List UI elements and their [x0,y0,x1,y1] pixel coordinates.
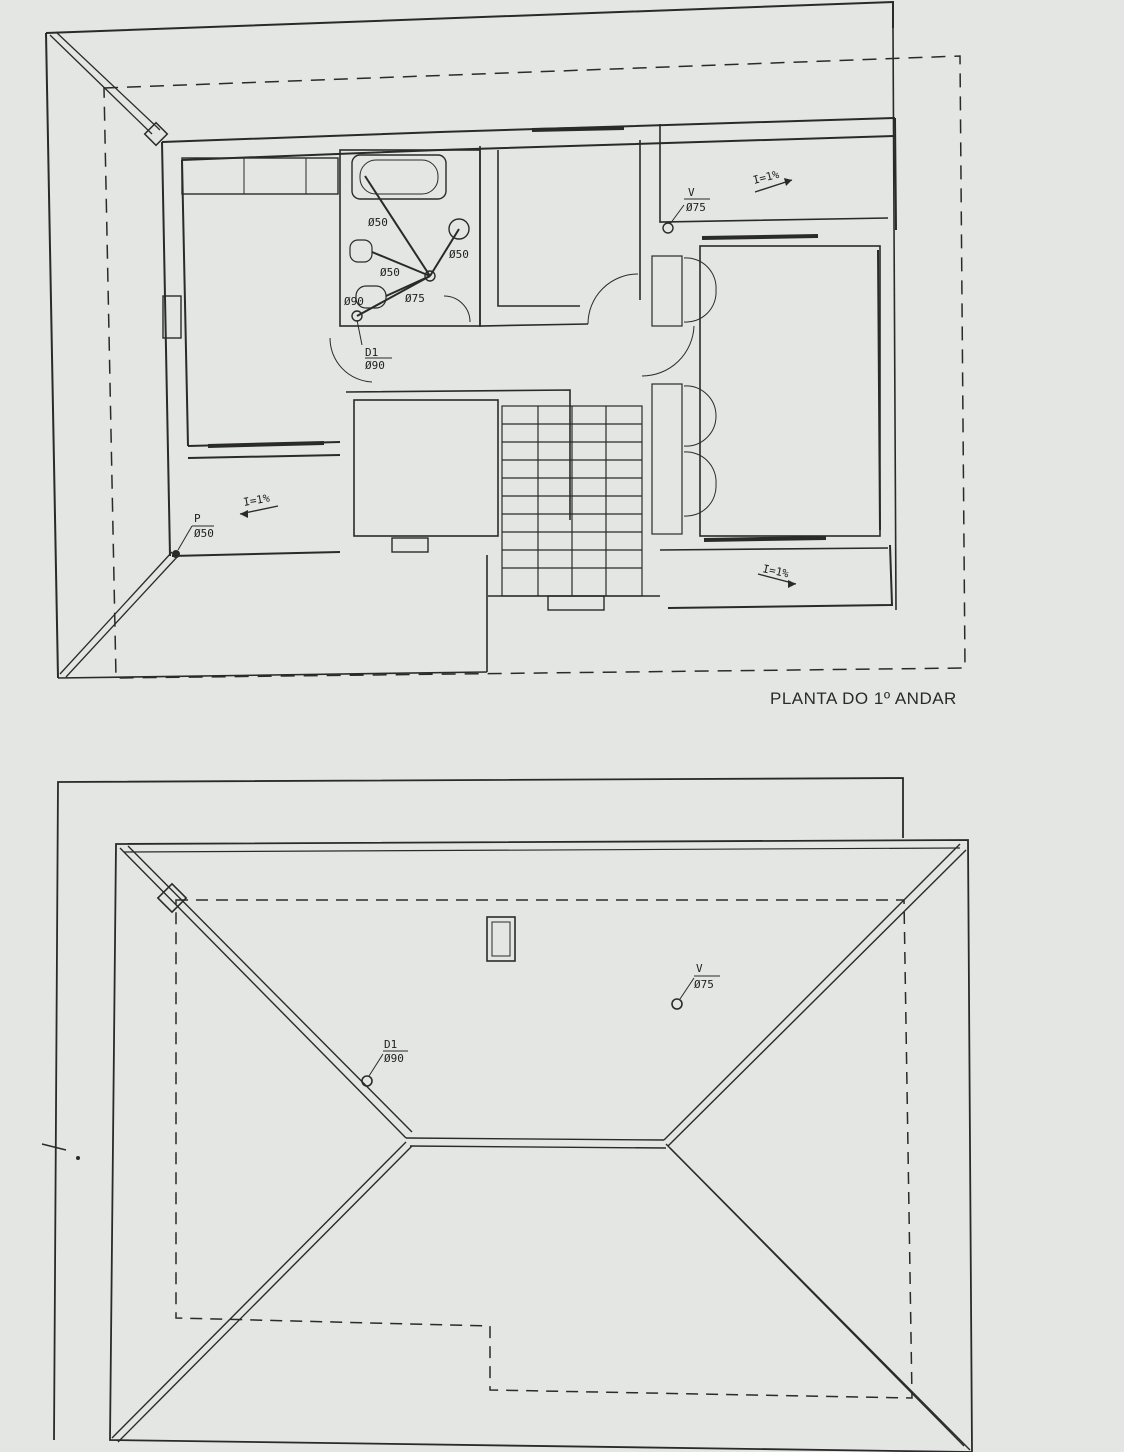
drain-d1-diameter: Ø90 [365,359,385,372]
floor-plan: Ø50 Ø50 Ø50 Ø90 Ø75 D1 Ø90 V Ø75 I=1% [45,0,966,708]
roof-vent-v [671,998,683,1010]
roof-vent-v-diameter: Ø75 [694,978,714,991]
pipe-label-bidet: Ø50 [380,266,400,279]
drain-p-point [172,550,180,558]
roof-outline [109,839,973,1452]
window-west [162,295,182,339]
middle-room-door-arc [587,273,639,325]
bathtub-inner [359,159,439,195]
bedroom-door-arc [329,337,373,383]
east-bedroom-door-arc [641,325,695,377]
slope-ne-terrace: I=1% [752,168,781,187]
drain-d1-code: D1 [365,346,378,359]
pipe-label-toilet: Ø90 [344,295,364,308]
se-terrace-north-wall [659,547,889,551]
wardrobe-east-north [651,255,683,327]
hip-line-sw [59,551,173,675]
window-stair [547,595,605,611]
roof-vent-v-code: V [696,962,703,975]
pipe-label-shower: Ø50 [449,248,469,261]
floor-plan-border-left [45,32,59,679]
middle-room-west-wall [479,146,589,327]
window-north-middle [531,126,625,132]
east-bedroom-walls [699,245,881,537]
hip-line-sw-2 [65,555,179,678]
wardrobe-door-arcs [683,257,717,517]
terrace-wall-ne [894,117,897,231]
vent-v-diameter: Ø75 [686,201,706,214]
roof-drain-d1 [361,1075,373,1087]
window-east-bedroom-north [701,234,819,240]
middle-room-inner [497,150,580,307]
floor-plan-border-bottom [57,671,488,679]
staircase [501,405,643,597]
roof-drain-d1-diameter: Ø90 [384,1052,404,1065]
hall-walls [345,389,571,520]
exterior-wall-north-inner [181,135,896,161]
hole-punch-mark [41,1143,67,1151]
drain-p-code: P [194,512,201,525]
roof-plan-border [53,777,904,1441]
drain-p-diameter: Ø50 [194,527,214,540]
roof-drain-corner-nw [143,121,169,147]
bathroom-door-arc [443,295,471,323]
floor-plan-border-right [892,27,897,611]
window-hall [391,537,429,553]
roof-plan: V Ø75 D1 Ø90 [41,777,973,1452]
pipe-label-bathtub: Ø50 [368,216,388,229]
roof-drain-corner [156,882,188,914]
bathtub [351,154,447,200]
hall-room [353,399,499,537]
collector-box [424,270,436,282]
drain-lines [356,175,460,317]
hip-line-nw-2 [55,31,161,131]
exterior-wall-north [161,117,896,143]
exterior-wall-west-inner [181,159,189,447]
hip-line-nw [49,34,153,135]
vent-v-floor [662,222,674,234]
floor-plan-title: PLANTA DO 1º ANDAR [770,689,957,708]
bidet [349,239,373,263]
walls-below-dashed [175,899,913,1399]
terrace-wall-se [667,544,894,609]
ne-terrace-walls [659,124,889,223]
exterior-wall-west [161,141,171,557]
terrace-west-north-wall [187,454,341,459]
exterior-wall-south-west [171,551,341,557]
window-south-bedroom [207,441,325,448]
wardrobe-west-bedroom [181,157,339,195]
roof-overhang-outline [103,55,966,679]
vent-v-code: V [688,186,695,199]
roof-outline-inner-top [123,847,961,853]
skylight [486,916,516,962]
floor-plan-border-top [45,0,894,34]
roof-hips [111,843,971,1451]
pipe-label-collector: Ø75 [405,292,425,305]
slope-sw-terrace: I=1% [242,491,271,508]
shower-drain [448,218,470,240]
slope-se-terrace: I=1% [761,562,790,580]
window-east-bedroom-south [703,536,827,542]
skylight-inner [491,921,511,957]
roof-drain-d1-code: D1 [384,1038,397,1051]
wardrobe-east-south [651,383,683,535]
